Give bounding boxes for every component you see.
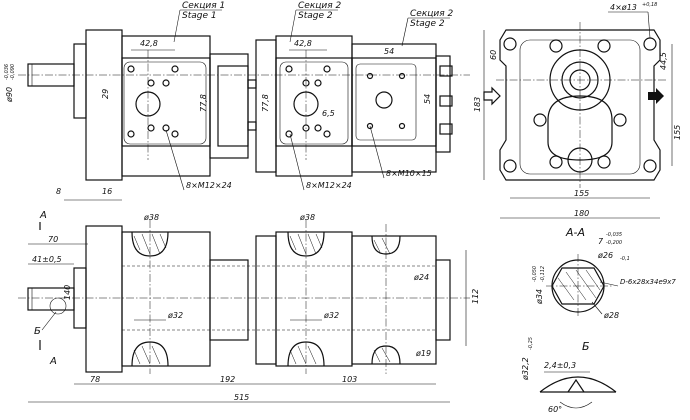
dim-32-2-tol: -0,25: [528, 337, 534, 350]
dim-90-tol-b: -0,090: [10, 64, 16, 80]
dim-7: 7: [598, 237, 604, 246]
dim-78: 78: [90, 375, 100, 384]
dim-42-8-a: 42,8: [140, 39, 158, 48]
section2b-en-label: Stage 2: [410, 19, 445, 29]
top-annotations: Секция 1 Stage 1 Секция 2 Stage 2 Секция…: [4, 1, 454, 191]
dim-32-a: ø32: [167, 311, 183, 320]
dim-90: ø90: [5, 87, 14, 103]
dim-180: 180: [574, 209, 589, 218]
dim-54-side: 54: [423, 94, 432, 104]
dim-41: 41±0,5: [32, 255, 62, 264]
dim-6-5: 6,5: [322, 109, 335, 118]
top-view: [18, 29, 470, 181]
section2b-ru-label: Секция 2: [410, 9, 454, 19]
dim-32-b: ø32: [323, 311, 339, 320]
plan-view-annotations: 8 16 А 70 41±0,5 140 Б А ø38 ø38 ø32 ø32…: [28, 187, 480, 403]
dim-90-tol-a: -0,036: [4, 64, 10, 80]
view-b-title: Б: [582, 340, 590, 353]
section2a-ru-label: Секция 2: [298, 1, 342, 11]
section-aa: А-А 7 -0,035 -0,200 ø26 -0,1 D-6x28x34e9…: [532, 226, 676, 320]
dim-26-tol: -0,1: [620, 256, 630, 262]
dim-77-8-a: 77,8: [199, 94, 208, 112]
dim-44-5: 44,5: [659, 52, 668, 70]
dim-2-4: 2,4±0,3: [544, 361, 576, 370]
dim-60: 60: [489, 50, 498, 60]
dim-70: 70: [48, 235, 58, 244]
cut-a-bottom: А: [49, 356, 57, 367]
dim-28: ø28: [603, 311, 619, 320]
dim-192: 192: [220, 375, 235, 384]
dim-77-8-b: 77,8: [261, 94, 270, 112]
holes-right-tol: +0,18: [642, 2, 657, 8]
dim-34: ø34: [535, 289, 544, 305]
dim-24: ø24: [413, 273, 429, 282]
dim-112: 112: [471, 289, 480, 304]
dim-60deg: 60°: [548, 405, 562, 414]
dim-38-a: ø38: [143, 213, 159, 222]
section1-ru-label: Секция 1: [182, 1, 225, 11]
section1-en-label: Stage 1: [182, 11, 217, 21]
dim-26: ø26: [597, 251, 613, 260]
bolts3-label: 8×M10×15: [386, 169, 432, 178]
dim-42-8-b: 42,8: [294, 39, 312, 48]
dim-34-tol-a: -0,050: [532, 266, 538, 282]
bolts1-label: 8×M12×24: [186, 181, 232, 190]
cut-b-left: Б: [34, 326, 41, 337]
holes-right-label: 4×ø13: [610, 3, 637, 12]
dim-140: 140: [63, 285, 72, 300]
dim-54-top: 54: [384, 47, 394, 56]
dim-34-tol-b: -0,112: [540, 266, 546, 282]
end-view-annotations: 4×ø13 +0,18 60 44,5 183 155 155 180: [473, 2, 682, 219]
dim-155-v: 155: [673, 125, 682, 140]
view-b: Б 2,4±0,3 ø32,2 -0,25 60°: [521, 337, 617, 414]
bolts2-label: 8×M12×24: [306, 181, 352, 190]
section-aa-title: А-А: [565, 226, 585, 239]
plan-view: [18, 220, 470, 374]
dim-32-2: ø32,2: [521, 357, 530, 381]
dim-7-tol-a: -0,035: [606, 232, 622, 238]
section2a-en-label: Stage 2: [298, 11, 333, 21]
dim-38-b: ø38: [299, 213, 315, 222]
dim-29: 29: [101, 89, 110, 99]
end-view: [483, 22, 666, 188]
cut-a-top: А: [39, 210, 47, 221]
dim-103: 103: [342, 375, 357, 384]
dim-155-h: 155: [574, 189, 589, 198]
dim-515: 515: [234, 393, 249, 402]
dim-16: 16: [102, 187, 112, 196]
dim-8: 8: [56, 187, 61, 196]
dim-19: ø19: [415, 349, 431, 358]
dim-183: 183: [473, 97, 482, 112]
spline-label: D-6x28x34e9x7: [620, 278, 676, 286]
dim-7-tol-b: -0,200: [606, 240, 622, 246]
